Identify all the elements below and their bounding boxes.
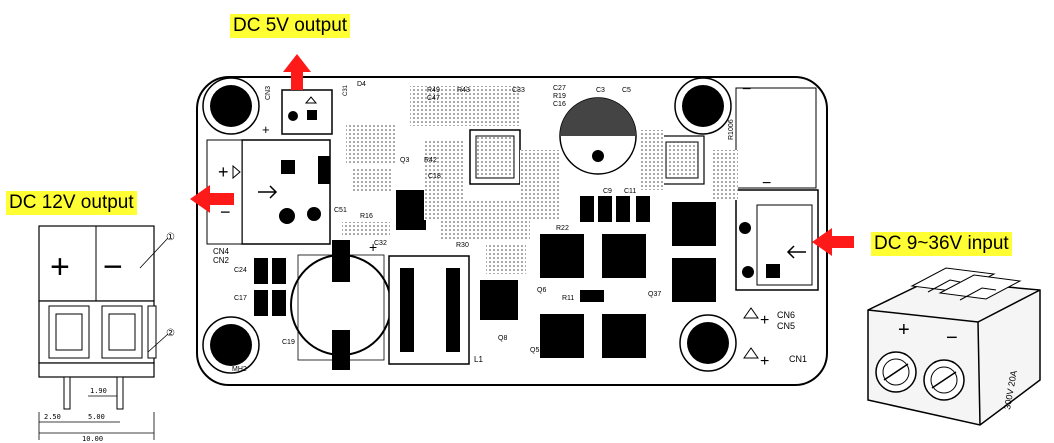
mounting-hole-bottom-right bbox=[679, 314, 737, 372]
svg-text:+: + bbox=[369, 239, 377, 255]
label-r42: R42 bbox=[424, 157, 437, 164]
label-q8: Q8 bbox=[498, 335, 507, 342]
svg-text:+: + bbox=[262, 122, 270, 137]
label-c51: C51 bbox=[334, 207, 347, 214]
label-c16: C16 bbox=[553, 101, 566, 108]
mounting-hole-bottom-left bbox=[202, 316, 260, 374]
svg-text:−: − bbox=[103, 248, 123, 286]
connector-technical-drawing: + − ① ② 1.90 2.50 5.00 10.00 bbox=[38, 225, 175, 443]
label-r49: R49 bbox=[427, 87, 440, 94]
electrolytic-capacitor: + bbox=[290, 239, 392, 370]
svg-text:+: + bbox=[50, 248, 70, 286]
round-component-c3 bbox=[559, 97, 637, 175]
label-r19: R19 bbox=[553, 93, 566, 100]
label-c5: C5 bbox=[622, 87, 631, 94]
label-r16: R16 bbox=[360, 213, 373, 220]
callout-5v-output: DC 5V output bbox=[230, 14, 351, 38]
label-q5: Q5 bbox=[530, 347, 539, 354]
label-r11: R11 bbox=[562, 295, 574, 302]
arrow-12v-output bbox=[190, 185, 234, 213]
label-c3: C3 bbox=[596, 87, 605, 94]
small-components bbox=[254, 86, 738, 316]
label-cn5: CN5 bbox=[777, 321, 795, 331]
terminal-block-3d: + − 300V 20A bbox=[867, 267, 1041, 426]
svg-text:−: − bbox=[220, 202, 231, 222]
inductor-l1 bbox=[388, 255, 470, 365]
label-q6: Q6 bbox=[537, 287, 546, 294]
label-c18: C18 bbox=[428, 173, 441, 180]
label-r30: R30 bbox=[456, 242, 469, 249]
arrow-input bbox=[812, 228, 854, 256]
ref-1: ① bbox=[166, 232, 175, 243]
mounting-hole-top-left bbox=[202, 77, 260, 135]
callout-input: DC 9~36V input bbox=[871, 232, 1012, 256]
label-q3: Q3 bbox=[400, 157, 409, 164]
label-r1006: R1006 bbox=[728, 119, 735, 140]
callout-12v-output: DC 12V output bbox=[6, 191, 137, 215]
svg-text:+: + bbox=[760, 312, 769, 329]
main-ic bbox=[469, 129, 705, 185]
pcb-board: + CN3 + − − − + bbox=[196, 76, 828, 386]
svg-text:CN3: CN3 bbox=[265, 86, 272, 100]
label-c17: C17 bbox=[234, 295, 247, 302]
svg-text:+: + bbox=[218, 162, 229, 182]
svg-text:+: + bbox=[898, 319, 910, 341]
dim-250: 2.50 bbox=[44, 413, 61, 421]
label-cn6: CN6 bbox=[777, 310, 795, 320]
svg-text:−: − bbox=[762, 175, 771, 192]
mounting-hole-top-right bbox=[674, 77, 732, 135]
arrow-5v-output bbox=[283, 54, 311, 90]
label-c11: C11 bbox=[624, 188, 636, 195]
dim-500: 5.00 bbox=[88, 413, 105, 421]
label-c27: C27 bbox=[553, 85, 566, 92]
svg-text:−: − bbox=[946, 327, 958, 349]
usb-5v-header: + CN3 bbox=[262, 86, 333, 137]
label-c32: C32 bbox=[374, 240, 387, 247]
label-cn4: CN4 bbox=[213, 247, 230, 256]
label-q37: Q37 bbox=[648, 291, 661, 298]
label-c33: C33 bbox=[512, 87, 525, 94]
silkscreen-labels: CN2 CN4 MH2 C24 C17 C19 C51 R16 C32 R30 … bbox=[213, 81, 807, 373]
label-c24: C24 bbox=[234, 267, 247, 274]
label-cn2: CN2 bbox=[213, 256, 230, 265]
terminal-cn1: − − + + bbox=[735, 81, 819, 370]
label-c19: C19 bbox=[282, 339, 295, 346]
dim-1000: 10.00 bbox=[82, 435, 103, 443]
svg-text:+: + bbox=[760, 353, 769, 370]
label-c31: C31 bbox=[343, 84, 349, 96]
label-cn1: CN1 bbox=[789, 354, 807, 364]
ref-2: ② bbox=[166, 328, 175, 339]
label-d4: D4 bbox=[357, 81, 366, 88]
label-l1: L1 bbox=[474, 355, 483, 364]
label-r43: R43 bbox=[457, 87, 470, 94]
mosfet-array bbox=[396, 190, 716, 358]
svg-text:−: − bbox=[742, 81, 751, 98]
dim-190: 1.90 bbox=[90, 387, 107, 395]
terminal-cn2: + − bbox=[206, 139, 331, 245]
label-c9: C9 bbox=[603, 188, 612, 195]
label-r22: R22 bbox=[556, 225, 569, 232]
label-c47: C47 bbox=[427, 95, 440, 102]
label-mh2: MH2 bbox=[232, 366, 247, 373]
